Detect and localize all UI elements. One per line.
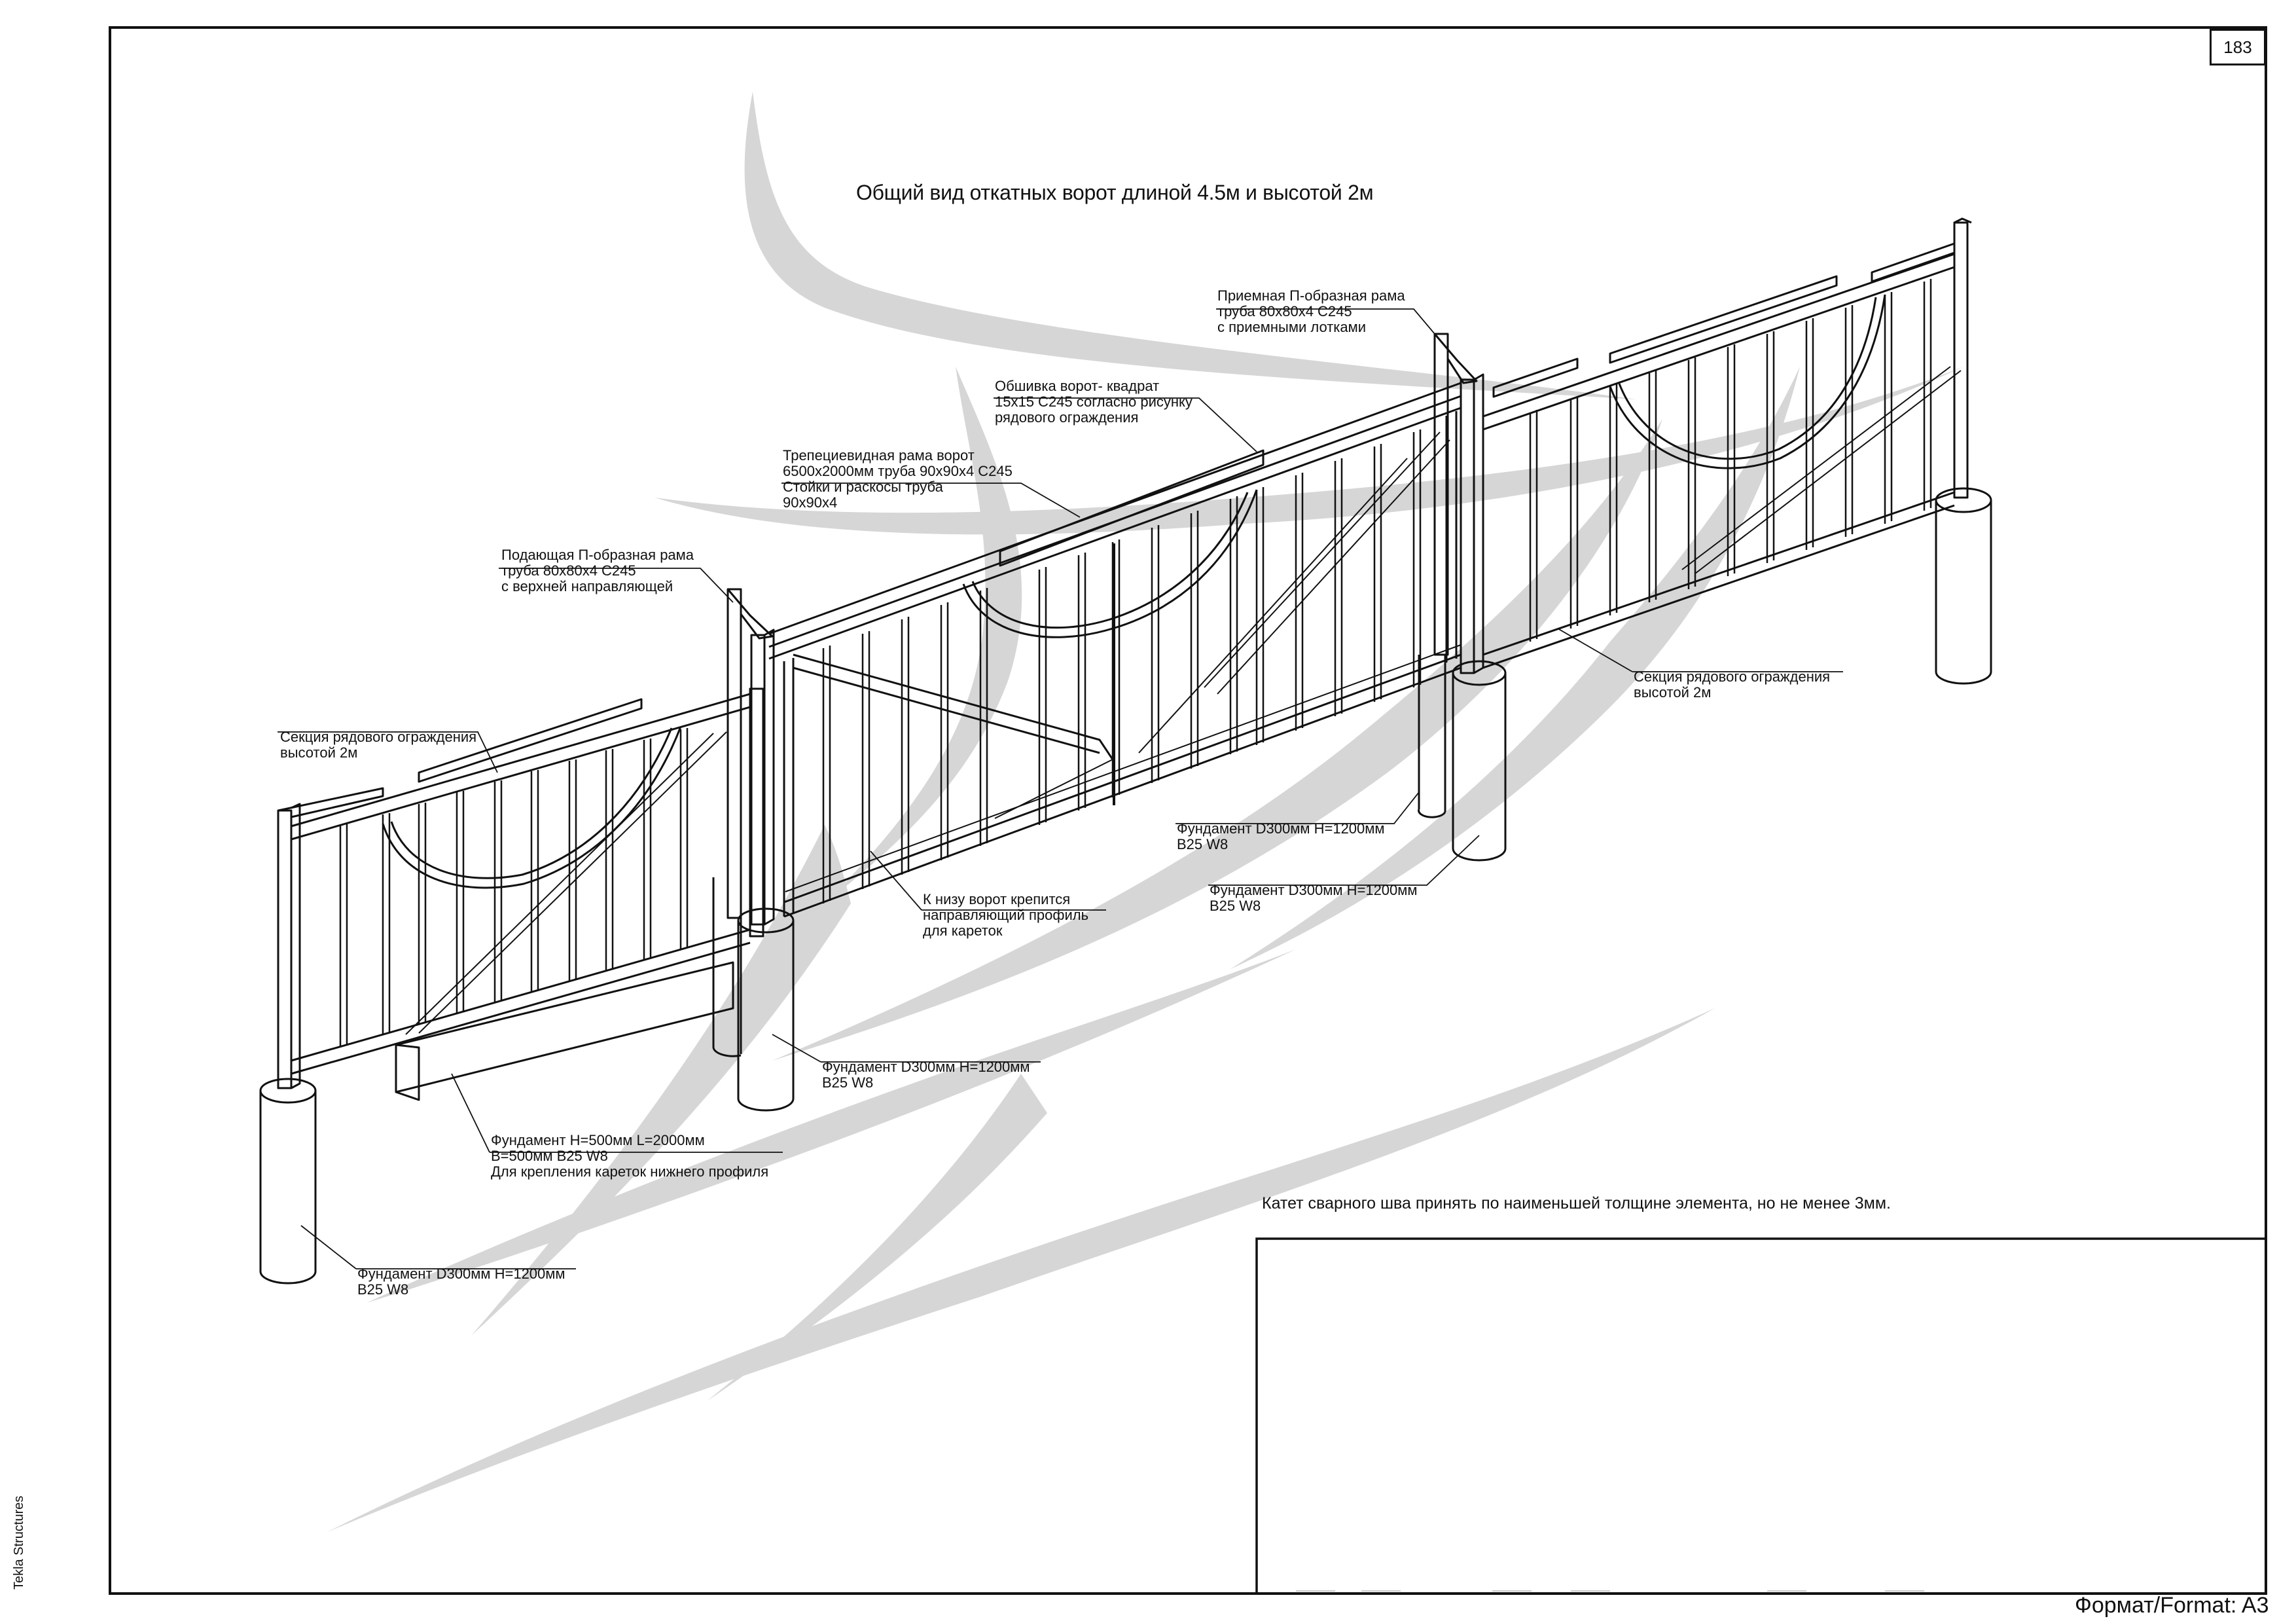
left-fence-section xyxy=(277,687,764,1101)
right-fence-section xyxy=(1482,217,1972,669)
receiving-frame-post xyxy=(1433,333,1484,674)
feeding-frame-post xyxy=(726,588,775,926)
watermark-logo xyxy=(327,92,1964,1532)
foundation-piles xyxy=(259,487,1992,1285)
format-label: Формат/Format: A3 xyxy=(2075,1593,2269,1618)
software-label: Tekla Structures xyxy=(12,1495,26,1590)
page-number-box: 183 xyxy=(2210,29,2266,65)
gate-drawing xyxy=(259,217,1992,1285)
title-block xyxy=(1255,1237,2267,1595)
drawing-title: Общий вид откатных ворот длиной 4.5м и в… xyxy=(856,181,1374,204)
sliding-gate-panel xyxy=(768,382,1462,918)
weld-note: Катет сварного шва принять по наименьшей… xyxy=(1262,1194,1891,1213)
leader-lines xyxy=(278,308,1843,1269)
drawing-frame xyxy=(109,26,2267,1595)
